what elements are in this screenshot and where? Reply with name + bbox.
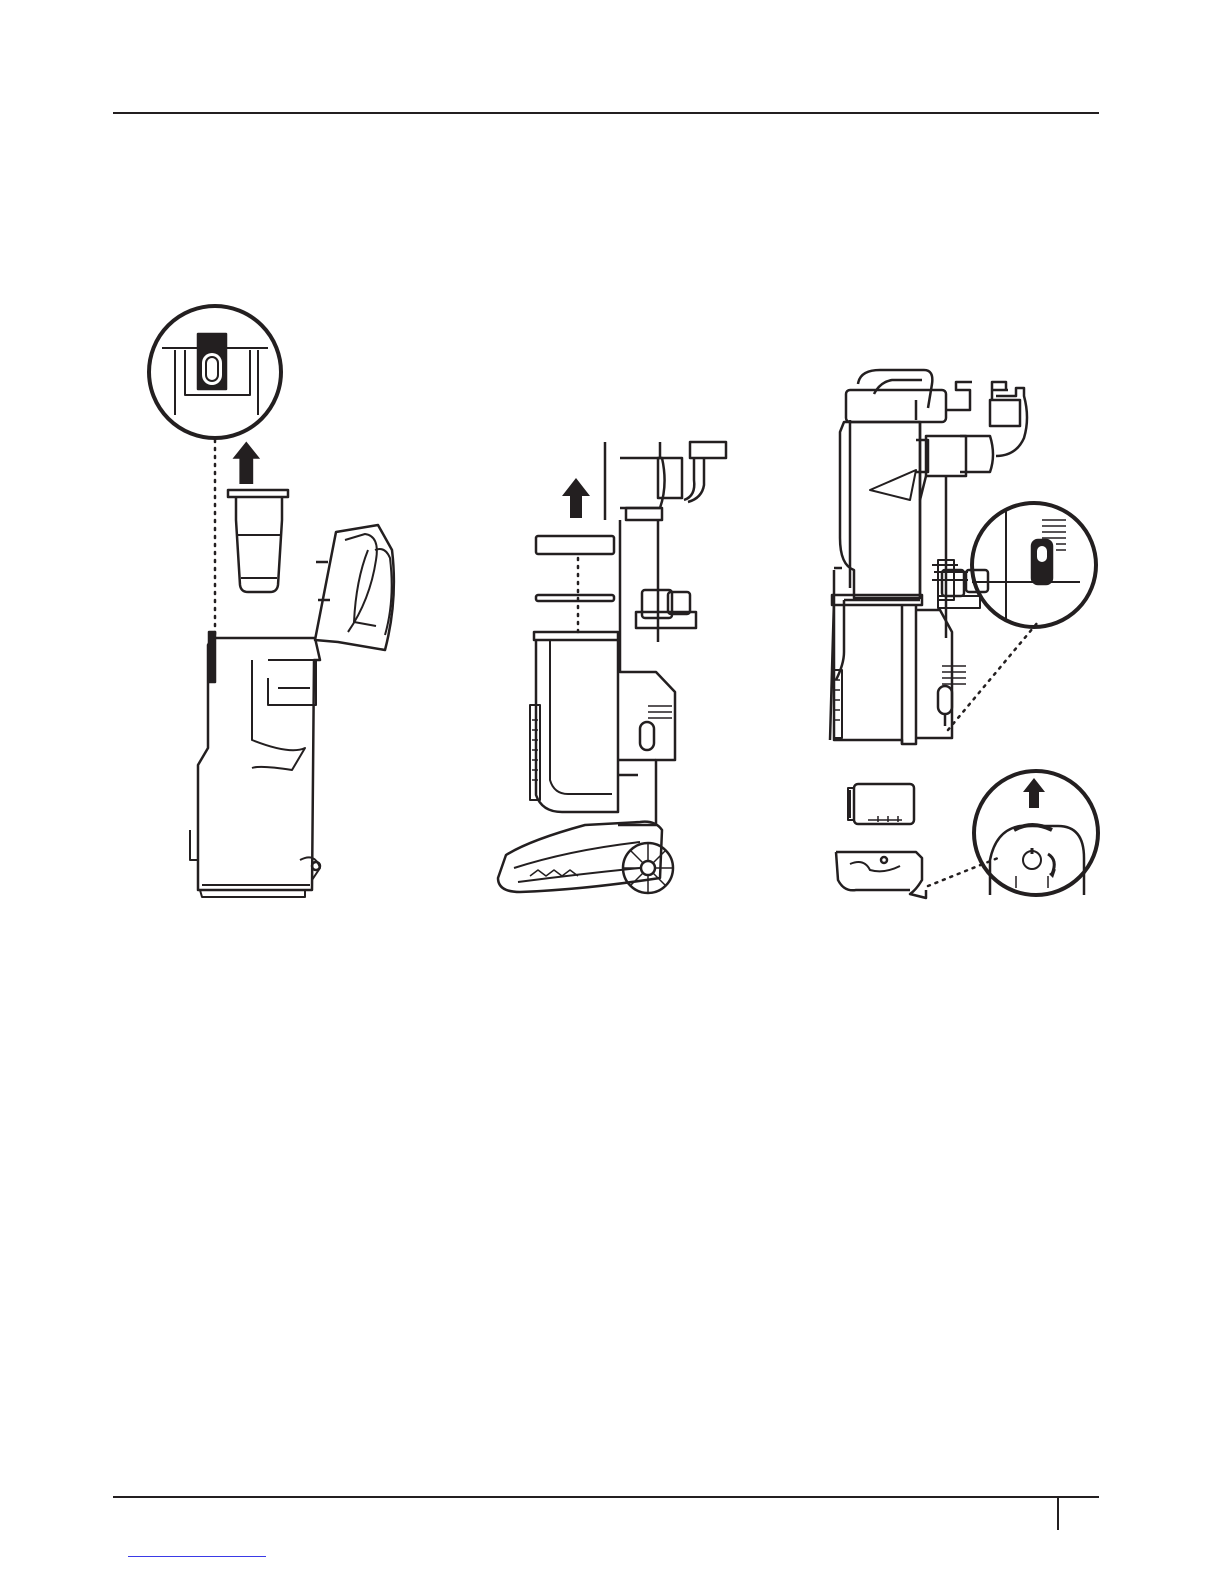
up-arrow-icon	[1023, 778, 1045, 808]
footer-link-underline[interactable]	[128, 1556, 266, 1557]
upright-vacuum-icon	[498, 442, 726, 893]
dust-cup-open-lid-icon	[190, 525, 394, 897]
header-rule	[113, 112, 1099, 114]
filter-housing-icon	[836, 784, 926, 898]
footer-rule	[113, 1496, 1099, 1498]
foam-filter-icon	[536, 536, 614, 554]
figure-2	[490, 430, 750, 910]
page-number-divider	[1057, 1498, 1059, 1530]
figure-1	[140, 300, 410, 900]
vacuum-pod-icon	[830, 370, 1027, 744]
up-arrow-icon	[233, 441, 261, 484]
filter-cup-icon	[228, 490, 288, 592]
up-arrow-icon	[562, 478, 590, 518]
felt-filter-icon	[536, 595, 614, 601]
figure-3	[820, 360, 1110, 905]
magnifier-circle-icon	[974, 771, 1098, 895]
magnifier-circle-icon	[149, 306, 281, 438]
magnifier-circle-icon	[972, 503, 1096, 627]
